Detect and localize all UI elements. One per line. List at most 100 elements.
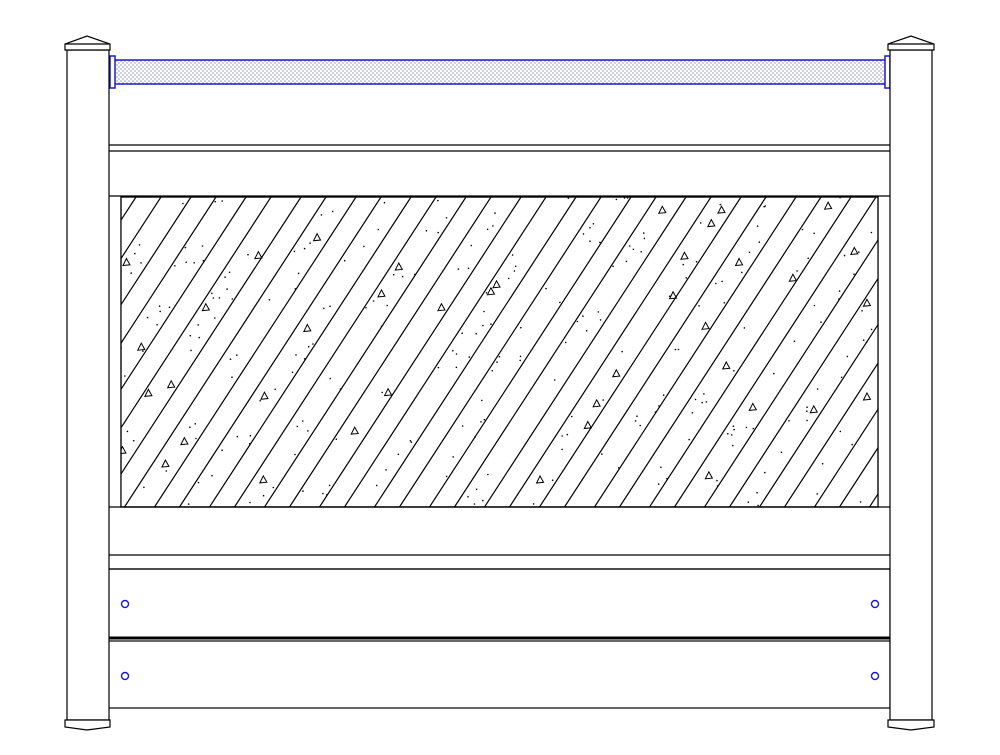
stipple-dot xyxy=(197,324,199,326)
stipple-dot xyxy=(863,339,865,341)
stipple-dot xyxy=(731,434,733,436)
stipple-dot xyxy=(302,490,304,492)
stipple-dot xyxy=(577,321,579,323)
stipple-dot xyxy=(744,327,746,329)
stipple-dot xyxy=(402,276,404,278)
stipple-dot xyxy=(629,245,631,247)
stipple-dot xyxy=(426,230,428,232)
stipple-dot xyxy=(236,354,238,356)
stipple-dot xyxy=(696,261,698,263)
stipple-dot xyxy=(640,251,642,253)
stipple-dot xyxy=(312,343,314,345)
stipple-dot xyxy=(274,389,276,391)
stipple-dot xyxy=(871,232,873,234)
stipple-dot xyxy=(302,420,304,422)
stipple-dot xyxy=(763,206,765,208)
stipple-dot xyxy=(561,449,563,451)
bottom-board-upper xyxy=(108,569,890,638)
stipple-dot xyxy=(599,242,601,244)
stipple-dot xyxy=(482,325,484,327)
stipple-dot xyxy=(231,376,233,378)
stipple-dot xyxy=(169,307,171,309)
stipple-dot xyxy=(482,500,484,502)
stipple-dot xyxy=(139,244,141,246)
stipple-dot xyxy=(469,356,471,358)
stipple-dot xyxy=(860,501,862,503)
stipple-dot xyxy=(612,266,614,268)
stipple-dot xyxy=(481,400,483,402)
stipple-dot xyxy=(701,402,703,404)
stipple-dot xyxy=(545,288,547,290)
stipple-dot xyxy=(781,452,783,454)
stipple-dot xyxy=(741,272,743,274)
stipple-dot xyxy=(130,272,132,274)
stipple-dot xyxy=(757,225,759,227)
stipple-dot xyxy=(794,340,796,342)
stipple-dot xyxy=(514,270,516,272)
stipple-dot xyxy=(446,476,448,478)
stipple-dot xyxy=(802,229,804,231)
stipple-dot xyxy=(410,440,412,442)
stipple-dot xyxy=(471,245,473,247)
stipple-dot xyxy=(512,254,514,256)
stipple-dot xyxy=(814,305,816,307)
stipple-dot xyxy=(515,266,517,268)
stipple-dot xyxy=(182,203,184,205)
stipple-dot xyxy=(486,292,488,294)
stipple-dot xyxy=(841,377,843,379)
stipple-dot xyxy=(214,201,216,203)
stipple-dot xyxy=(219,297,221,299)
stipple-dot xyxy=(715,283,717,285)
stipple-dot xyxy=(159,311,161,313)
stipple-dot xyxy=(456,367,458,369)
stipple-dot xyxy=(533,503,535,505)
stipple-dot xyxy=(773,373,775,375)
stipple-dot xyxy=(635,420,637,422)
stipple-dot xyxy=(621,351,623,353)
stipple-dot xyxy=(733,429,735,431)
stipple-dot xyxy=(720,204,722,206)
stipple-dot xyxy=(211,475,213,477)
stipple-dot xyxy=(636,415,638,417)
stipple-dot xyxy=(249,443,251,445)
stipple-dot xyxy=(838,298,840,300)
stipple-dot xyxy=(456,353,458,355)
stipple-dot xyxy=(384,202,386,204)
left-post xyxy=(65,36,110,730)
stipple-dot xyxy=(344,260,346,262)
stipple-dot xyxy=(806,406,808,408)
stipple-dot xyxy=(583,233,585,235)
stipple-dot xyxy=(190,350,192,352)
stipple-dot xyxy=(806,420,808,422)
stipple-dot xyxy=(474,503,476,505)
stipple-dot xyxy=(554,379,556,381)
stipple-dot xyxy=(816,493,818,495)
stipple-dot xyxy=(185,262,187,264)
stipple-dot xyxy=(322,493,324,495)
stipple-dot xyxy=(844,255,846,257)
stipple-dot xyxy=(692,412,694,414)
stipple-dot xyxy=(185,247,187,249)
stipple-dot xyxy=(520,327,522,329)
stipple-dot xyxy=(304,358,306,360)
stipple-dot xyxy=(385,469,387,471)
stipple-dot xyxy=(195,438,197,440)
top-rail xyxy=(110,56,890,88)
stipple-dot xyxy=(753,428,755,430)
stipple-dot xyxy=(571,416,573,418)
stipple-dot xyxy=(695,399,697,401)
stipple-dot xyxy=(748,501,750,503)
stipple-dot xyxy=(437,232,439,234)
stipple-dot xyxy=(226,288,228,290)
stipple-dot xyxy=(273,487,275,489)
stipple-dot xyxy=(166,470,168,472)
stipple-dot xyxy=(250,435,252,437)
stipple-dot xyxy=(230,358,232,360)
stipple-dot xyxy=(467,496,469,498)
stipple-dot xyxy=(589,240,591,242)
stipple-dot xyxy=(203,260,205,262)
stipple-dot xyxy=(190,335,192,337)
stipple-dot xyxy=(398,454,400,456)
